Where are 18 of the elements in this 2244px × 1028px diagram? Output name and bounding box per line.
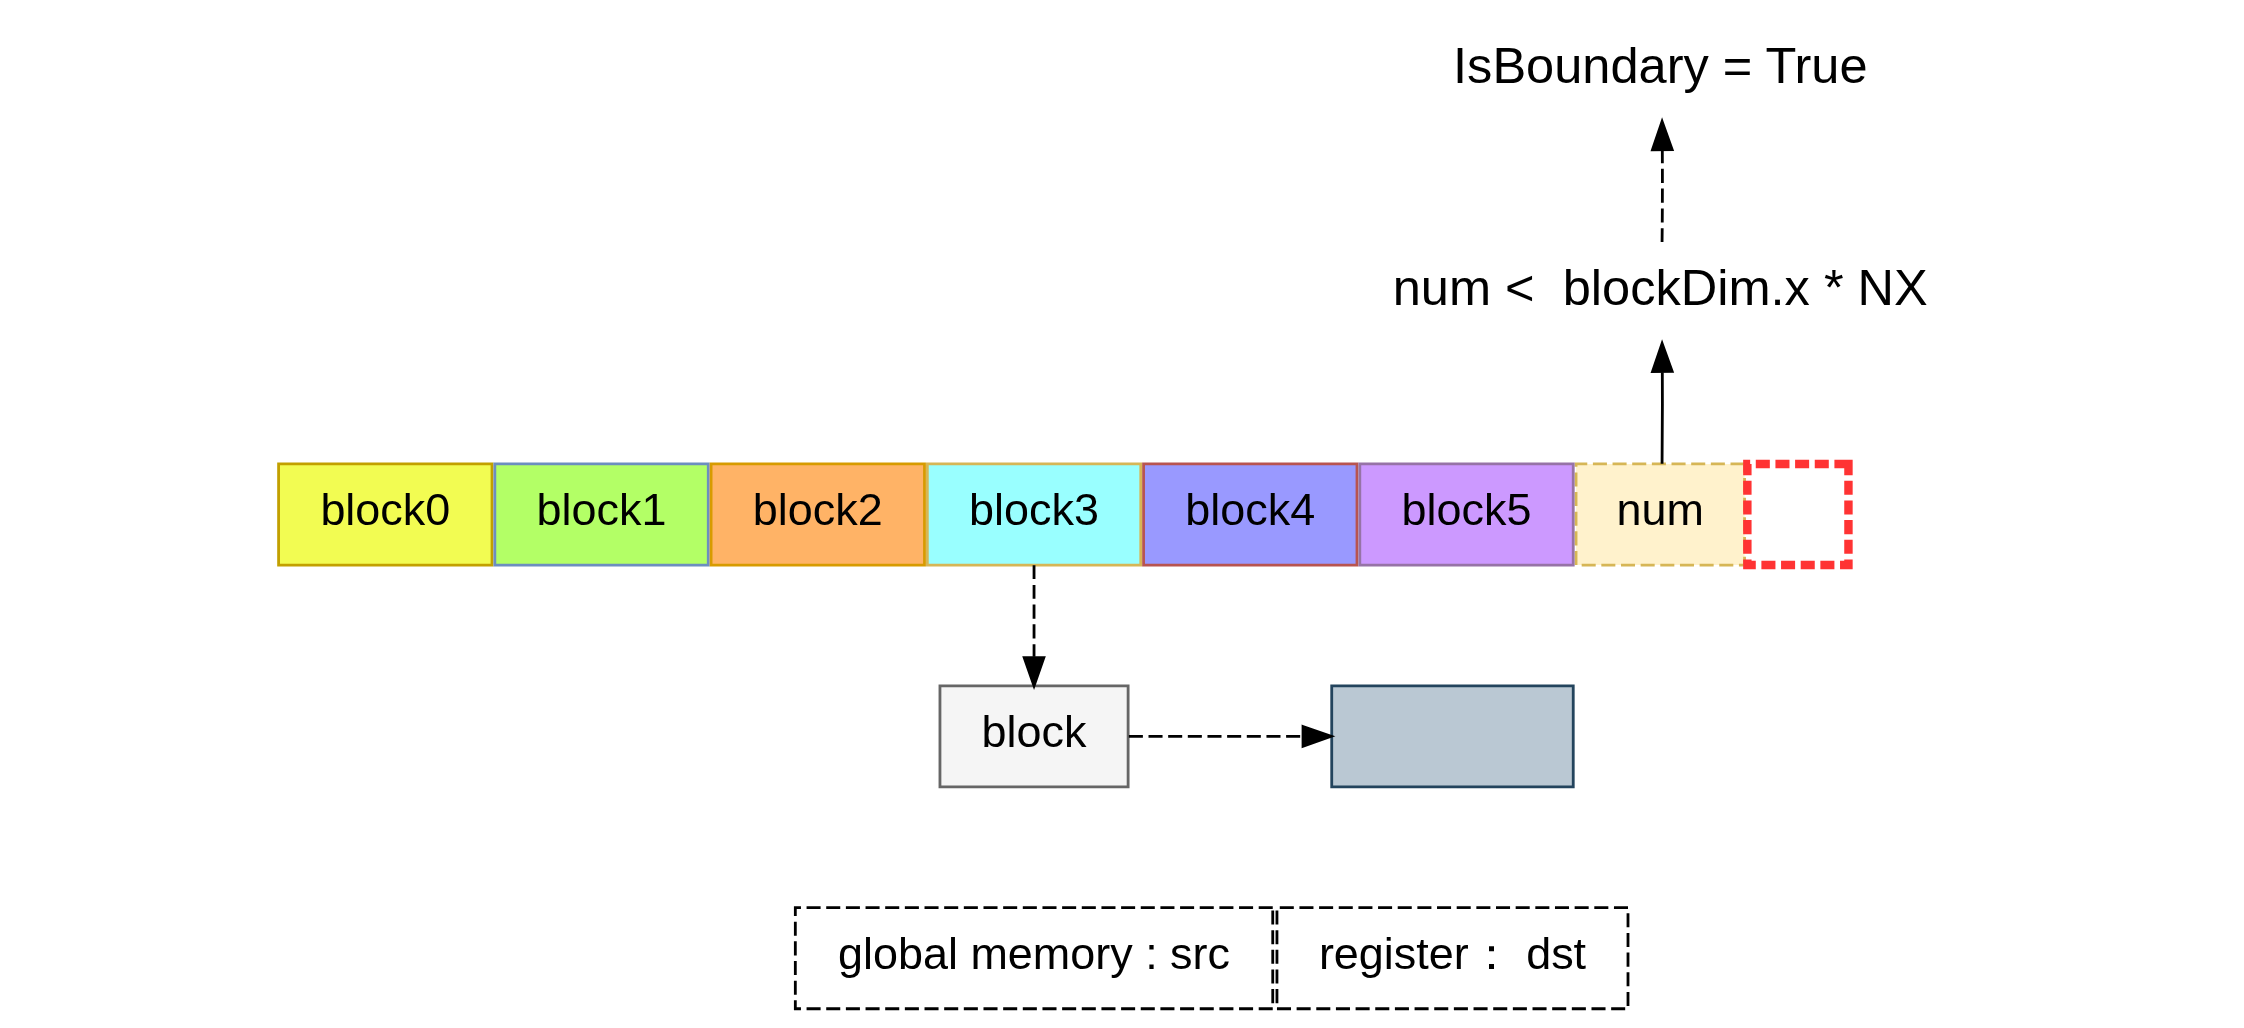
node-box: block5: [1357, 462, 1575, 566]
node-text: IsBoundary = True: [1452, 36, 1868, 94]
node-text: num < blockDim.x * NX: [1392, 258, 1928, 316]
node-box: block0: [276, 462, 493, 566]
arrow: [1021, 564, 1046, 690]
node-box: block2: [709, 462, 926, 566]
arrow: [1128, 724, 1335, 748]
node-box: global memory : src: [793, 905, 1274, 1010]
node-box: [1329, 683, 1575, 788]
node-box: block1: [492, 462, 710, 566]
node-box: [1742, 459, 1853, 569]
node-box: num: [1574, 462, 1746, 566]
arrow: [1650, 338, 1674, 464]
node-box: block4: [1141, 462, 1358, 566]
arrow: [1650, 116, 1674, 242]
node-box: register： dst: [1275, 905, 1629, 1010]
node-box: block3: [925, 462, 1142, 566]
node-box: block: [938, 683, 1130, 788]
